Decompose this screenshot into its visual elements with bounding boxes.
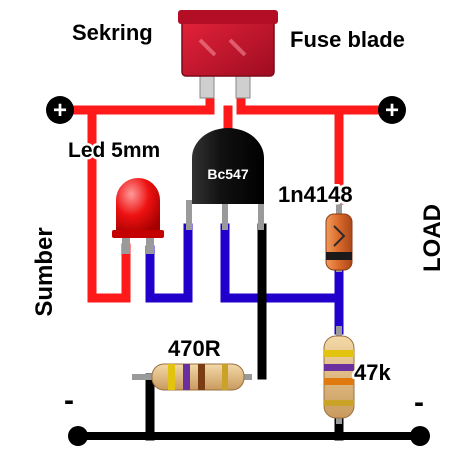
ground-wires: [74, 223, 424, 441]
positive-wire-left-top: [55, 83, 215, 115]
led-anode-wire: [87, 105, 131, 303]
ground-terminal-left: [68, 426, 88, 446]
transistor-to-diode-wire: [220, 223, 344, 303]
plus-sign-right: +: [385, 97, 399, 124]
plus-terminal-right: +: [378, 96, 406, 124]
label-load: LOAD: [419, 204, 446, 272]
resistor-47k: [323, 326, 355, 424]
resistor-470r: [132, 363, 252, 391]
label-diode: 1n4148: [278, 182, 353, 207]
minus-sign-left: -: [64, 384, 74, 417]
signal-wires: [145, 223, 344, 335]
led-cathode-to-base-wire: [145, 223, 193, 303]
transistor: [186, 128, 264, 230]
led: [112, 178, 164, 254]
label-fuse-blade: Fuse blade: [290, 27, 405, 52]
ground-terminal-right: [410, 426, 430, 446]
label-47k: 47k: [354, 360, 391, 385]
label-transistor: Bc547: [207, 166, 248, 182]
minus-sign-right: -: [414, 386, 424, 419]
plus-sign-left: +: [53, 97, 67, 124]
diode: [325, 200, 353, 272]
label-led: Led 5mm: [68, 139, 160, 162]
positive-wire-right-top: [236, 83, 395, 115]
plus-terminal-left: +: [46, 96, 74, 124]
fuse-blade: [178, 10, 278, 99]
label-sekring: Sekring: [72, 20, 153, 45]
label-470r: 470R: [168, 336, 221, 361]
label-sumber: Sumber: [31, 227, 58, 316]
